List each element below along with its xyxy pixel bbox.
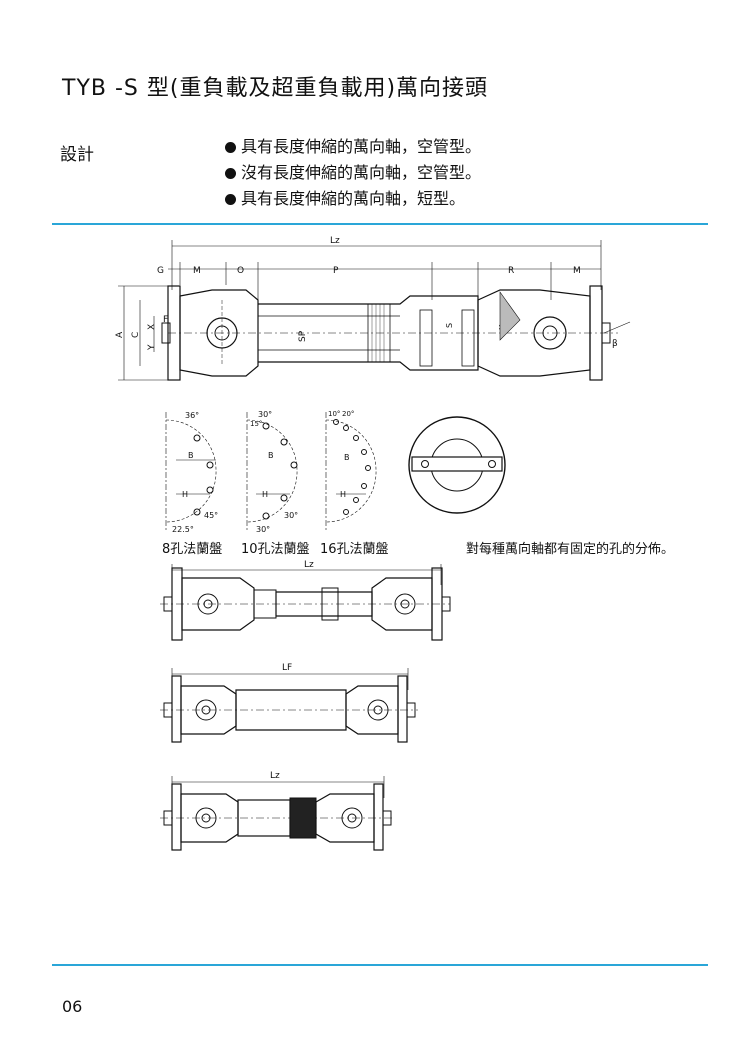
bullet-text: 具有長度伸縮的萬向軸，短型。 [241, 189, 466, 208]
bullet-icon [225, 167, 236, 179]
angle-36-label: 36° [185, 411, 199, 420]
dim-lz3-label: Lz [270, 771, 280, 781]
flange-face-view [408, 416, 506, 514]
flange-10-hole-pattern: 30° 15° B H 30° 30° [246, 410, 298, 534]
bullet-item: 沒有長度伸縮的萬向軸，空管型。 [225, 160, 481, 186]
bullet-text: 具有長度伸縮的萬向軸，空管型。 [241, 137, 482, 156]
angle-15-label: 15° [250, 420, 262, 428]
dim-h3-label: H [340, 490, 346, 499]
dim-g-label: G [157, 266, 164, 276]
dim-lf-label: LF [282, 663, 292, 673]
design-bullets: 具有長度伸縮的萬向軸，空管型。 沒有長度伸縮的萬向軸，空管型。 具有長度伸縮的萬… [225, 134, 481, 212]
angle-30-label: 30° [258, 410, 272, 419]
caption-8-hole: 8孔法蘭盤 [162, 542, 223, 557]
dim-x-label: X [147, 324, 157, 330]
dim-o-label: O [237, 266, 244, 276]
dim-sp-label: SP [298, 330, 308, 342]
dim-f-label: F [163, 315, 168, 325]
dim-y-label: Y [147, 344, 157, 351]
bullet-icon [225, 193, 236, 205]
angle-30c-label: 30° [284, 511, 298, 520]
dim-m-label: M [193, 266, 201, 276]
dim-h2-label: H [262, 490, 268, 499]
shaft-variant-lf: LF [160, 663, 418, 743]
dim-s-label: S [445, 323, 454, 328]
dim-m2-label: M [573, 266, 581, 276]
angle-20-label: 20° [342, 410, 354, 418]
dim-lz2-label: Lz [304, 560, 314, 570]
dim-b2-label: B [268, 451, 274, 460]
dim-p-label: P [333, 266, 339, 276]
top-divider [52, 223, 708, 225]
section-label: 設計 [60, 145, 94, 165]
dim-b3-label: B [344, 453, 350, 462]
hole-distribution-note: 對每種萬向軸都有固定的孔的分佈。 [466, 542, 675, 557]
bullet-item: 具有長度伸縮的萬向軸，空管型。 [225, 134, 481, 160]
angle-10-label: 10° [328, 410, 340, 418]
page-title: TYB -S 型(重負載及超重負載用)萬向接頭 [62, 76, 489, 101]
bullet-item: 具有長度伸縮的萬向軸，短型。 [225, 186, 481, 212]
flange-16-hole-pattern: 10° 20° B H [325, 410, 377, 530]
angle-45-label: 45° [204, 511, 218, 520]
caption-16-hole: 16孔法蘭盤 [320, 542, 389, 557]
bullet-icon [225, 141, 236, 153]
dim-a-label: A [115, 331, 125, 338]
bottom-divider [52, 964, 708, 966]
shaft-variant-short: Lz [160, 771, 394, 851]
dim-lz-label: Lz [330, 236, 340, 246]
bullet-text: 沒有長度伸縮的萬向軸，空管型。 [241, 163, 482, 182]
angle-225-label: 22.5° [172, 525, 194, 534]
dim-c-label: C [131, 332, 141, 338]
flange-8-hole-pattern: 36° B H 45° 22.5° [165, 411, 218, 534]
dim-h-label: H [182, 490, 188, 499]
dim-r-label: R [508, 266, 514, 276]
page-number: 06 [62, 997, 83, 1016]
shaft-variant-lz: Lz [160, 560, 451, 641]
caption-10-hole: 10孔法蘭盤 [241, 542, 310, 557]
angle-30b-label: 30° [256, 525, 270, 534]
main-joint-drawing: Lz G M O P R M A C X Y F [115, 236, 631, 381]
dim-beta-label: β [612, 339, 618, 349]
dim-b-label: B [188, 451, 194, 460]
